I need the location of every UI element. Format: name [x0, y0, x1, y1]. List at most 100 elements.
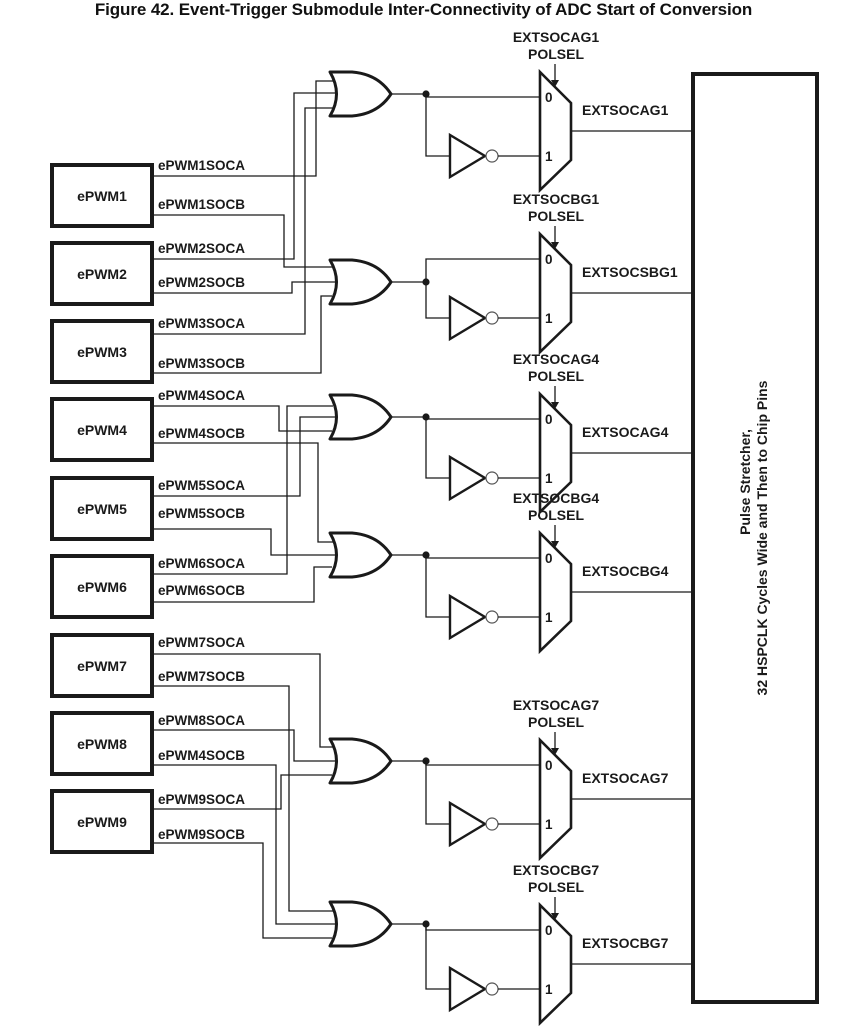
epwm-module-label: ePWM9 — [77, 814, 127, 830]
epwm-module-box — [50, 397, 154, 462]
inverter-bubble-icon — [485, 982, 499, 996]
inverter-icon — [448, 132, 488, 180]
epwm-module-label: ePWM3 — [77, 344, 127, 360]
inverter-icon — [448, 800, 488, 848]
inverter-input-wire — [425, 282, 450, 319]
pulse-stretcher-label-line2: 32 HSPCLK Cycles Wide and Then to Chip P… — [754, 380, 770, 695]
mux-input1-label: 1 — [545, 982, 553, 997]
wire-epwm8soca — [152, 729, 336, 762]
socb-signal-label: ePWM5SOCB — [158, 506, 245, 521]
epwm-module-label: ePWM7 — [77, 658, 127, 674]
mux-icon — [538, 390, 573, 516]
soca-signal-label: ePWM4SOCA — [158, 388, 245, 403]
epwm-module-label: ePWM6 — [77, 579, 127, 595]
socb-signal-label: ePWM1SOCB — [158, 197, 245, 212]
soca-signal-label: ePWM9SOCA — [158, 792, 245, 807]
wire-epwm6socb — [152, 566, 332, 603]
pulse-stretcher-label-line1: Pulse Stretcher, — [737, 429, 753, 535]
mux-icon — [538, 230, 573, 356]
wire-epwm1soca — [152, 80, 336, 177]
mux-output-label: EXTSOCAG4 — [582, 424, 669, 440]
inverter-input-wire — [425, 924, 450, 990]
socb-signal-label: ePWM3SOCB — [158, 356, 245, 371]
mux-input1-label: 1 — [545, 610, 553, 625]
soca-signal-label: ePWM6SOCA — [158, 556, 245, 571]
mux-input0-wire — [425, 417, 540, 420]
wire-epwm1socb — [152, 214, 333, 268]
arrow-down-icon — [551, 913, 559, 920]
polsel-label-line1: EXTSOCAG7 — [513, 697, 600, 713]
socb-signal-label: ePWM4SOCB — [158, 426, 245, 441]
epwm-module: ePWM6 ePWM6SOCA ePWM6SOCB — [50, 554, 245, 619]
or-gate-icon — [328, 531, 393, 579]
mux-output-label: EXTSOCAG7 — [582, 770, 669, 786]
mux-input0-wire — [425, 258, 540, 282]
inverter-input-wire — [425, 555, 450, 618]
mux-output-label: EXTSOCBG4 — [582, 563, 669, 579]
epwm-module-label: ePWM2 — [77, 266, 127, 282]
polsel-label-line1: EXTSOCBG4 — [513, 490, 600, 506]
wire-epwm5socb — [152, 528, 336, 556]
arrow-down-icon — [551, 402, 559, 409]
wire-epwm3soca — [152, 107, 336, 335]
wire-epwm4socb — [152, 442, 333, 543]
inverter-icon — [448, 294, 488, 342]
soca-signal-label: ePWM7SOCA — [158, 635, 245, 650]
socb-signal-label: ePWM4SOCB — [158, 748, 245, 763]
mux-input0-wire — [425, 94, 540, 98]
mux-input0-label: 0 — [545, 923, 553, 938]
mux-icon — [538, 529, 573, 655]
mux-input0-label: 0 — [545, 412, 553, 427]
wire-epwm6soca — [152, 405, 333, 575]
epwm-module-label: ePWM8 — [77, 736, 127, 752]
epwm-module-box — [50, 789, 154, 854]
epwm-module-box — [50, 476, 154, 541]
inverter-bubble-icon — [485, 471, 499, 485]
inverter-icon — [448, 965, 488, 1013]
socb-signal-label: ePWM2SOCB — [158, 275, 245, 290]
inverter-bubble-icon — [485, 149, 499, 163]
mux-output-label: EXTSOCSBG1 — [582, 264, 678, 280]
epwm-module-box — [50, 633, 154, 698]
inverter-icon — [448, 593, 488, 641]
epwm-module: ePWM3 ePWM3SOCA ePWM3SOCB — [50, 316, 245, 384]
socb-signal-label: ePWM7SOCB — [158, 669, 245, 684]
mux-input0-wire — [425, 555, 540, 559]
inverter-icon — [448, 454, 488, 502]
mux-input0-label: 0 — [545, 758, 553, 773]
epwm-module-box — [50, 319, 154, 384]
mux-input0-label: 0 — [545, 252, 553, 267]
mux-input1-label: 1 — [545, 149, 553, 164]
wire-epwm2socb — [152, 281, 336, 294]
wire-epwm4soca — [152, 405, 332, 432]
inverter-input-wire — [425, 94, 450, 157]
mux-output-label: EXTSOCAG1 — [582, 102, 669, 118]
wire-epwm7soca — [152, 653, 333, 748]
epwm-module: ePWM4 ePWM4SOCA ePWM4SOCB — [50, 388, 245, 462]
epwm-module-label: ePWM4 — [77, 422, 127, 438]
arrow-down-icon — [551, 541, 559, 548]
soca-signal-label: ePWM2SOCA — [158, 241, 245, 256]
inverter-input-wire — [425, 417, 450, 479]
polsel-label-line2: POLSEL — [528, 879, 584, 895]
soca-signal-label: ePWM3SOCA — [158, 316, 245, 331]
pulse-stretcher-block — [691, 72, 819, 1004]
arrow-down-icon — [551, 80, 559, 87]
or-gate-icon — [328, 900, 393, 948]
socb-signal-label: ePWM6SOCB — [158, 583, 245, 598]
arrow-down-icon — [551, 242, 559, 249]
epwm-module: ePWM7 ePWM7SOCA ePWM7SOCB — [50, 633, 245, 698]
polsel-label-line1: EXTSOCAG4 — [513, 351, 600, 367]
polsel-label-line2: POLSEL — [528, 507, 584, 523]
wire-epwm5soca — [152, 416, 336, 497]
